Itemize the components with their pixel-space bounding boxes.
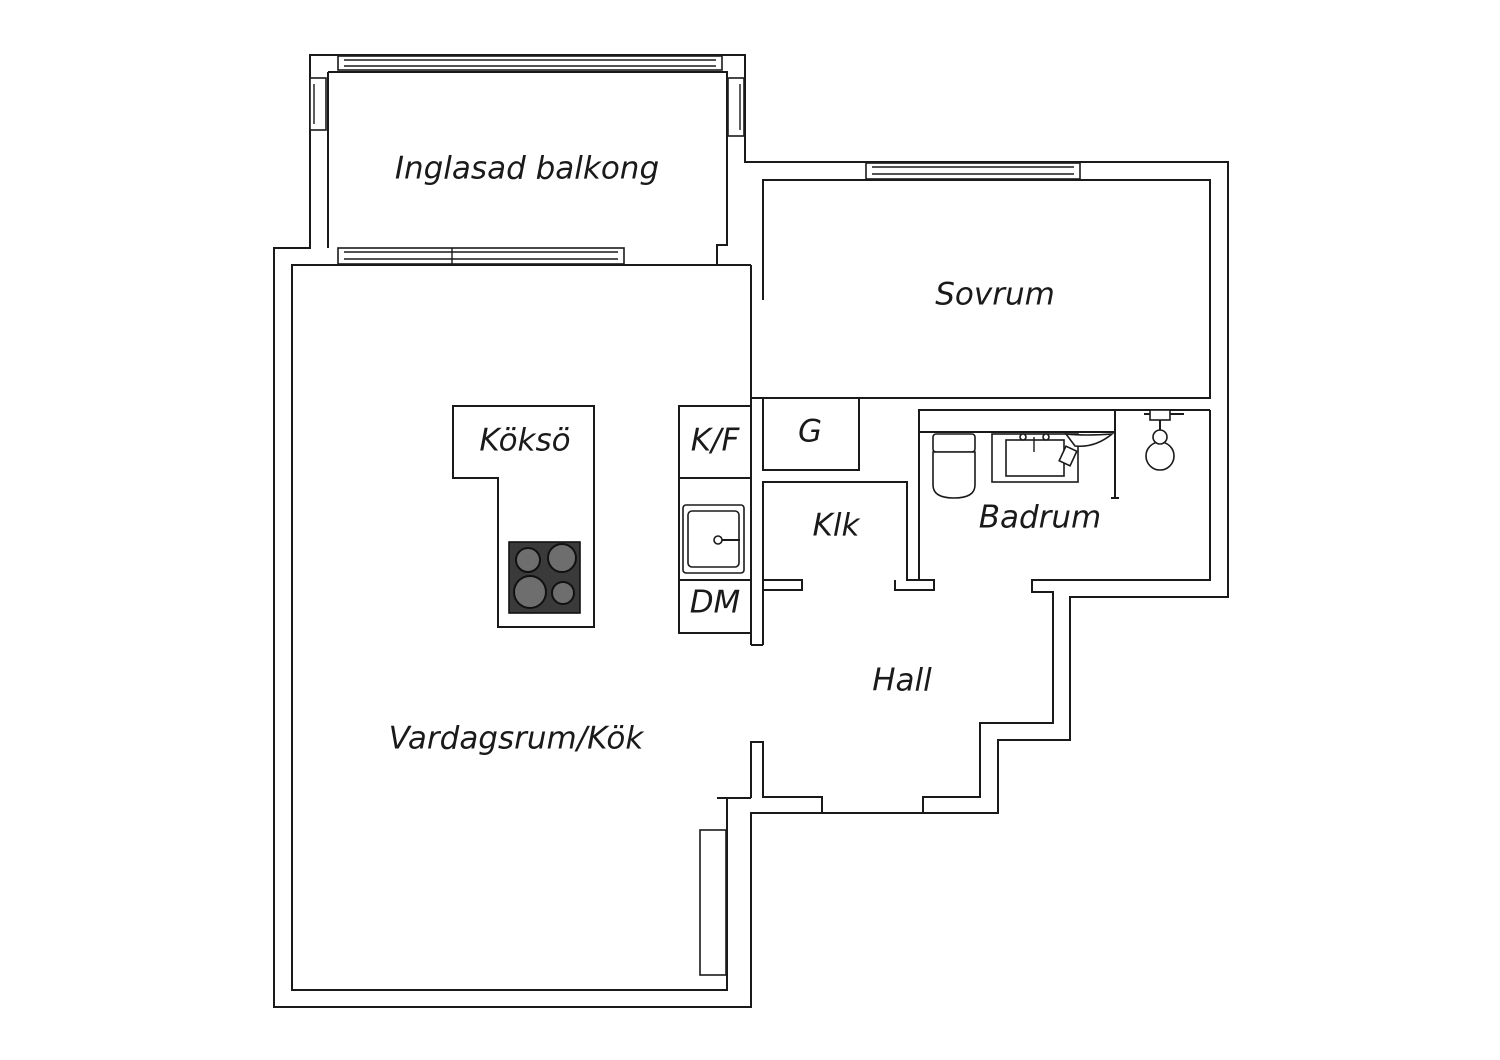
shower-icon xyxy=(1111,409,1184,499)
label-closet: Klk xyxy=(813,508,861,544)
label-island: Köksö xyxy=(479,423,570,459)
label-balcony: Inglasad balkong xyxy=(395,151,659,187)
toilet-icon xyxy=(932,433,976,499)
label-fridge-freezer: K/F xyxy=(691,423,741,459)
hob-icon xyxy=(508,541,581,614)
kitchen-counter xyxy=(678,405,752,634)
windows xyxy=(309,55,1081,976)
label-living-kitchen: Vardagsrum/Kök xyxy=(389,721,645,757)
label-hall: Hall xyxy=(872,663,932,699)
outer-walls xyxy=(273,54,1229,1008)
label-bathroom: Badrum xyxy=(979,500,1102,536)
label-dishwasher: DM xyxy=(690,585,741,621)
room-labels: Inglasad balkong Sovrum Köksö K/F G Klk … xyxy=(389,151,1102,757)
kitchen-island xyxy=(452,405,595,628)
kitchen-sink xyxy=(682,504,745,574)
label-bedroom: Sovrum xyxy=(935,277,1055,313)
bathroom-sink-icon xyxy=(991,433,1115,483)
label-wardrobe: G xyxy=(798,414,822,450)
